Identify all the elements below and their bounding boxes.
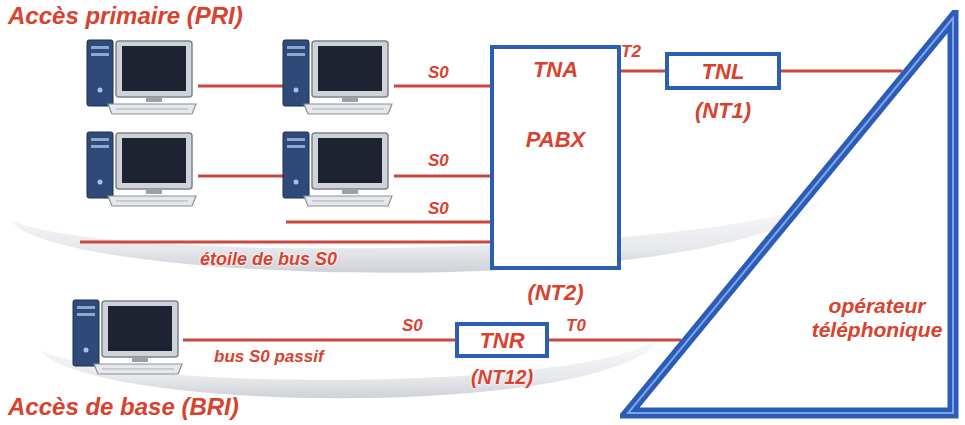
section-label: bus S0 passif bbox=[214, 347, 324, 367]
connector-line bbox=[549, 339, 681, 342]
node-code: (NT12) bbox=[459, 366, 545, 389]
interface-label: S0 bbox=[402, 316, 423, 336]
computer-icon bbox=[283, 40, 392, 114]
box-title: PABX bbox=[494, 127, 617, 152]
triangle-outline bbox=[620, 10, 960, 420]
interface-label: S0 bbox=[428, 63, 449, 83]
computer-icon bbox=[73, 300, 182, 374]
tnr-box: TNR(NT12) bbox=[455, 322, 549, 358]
operator-label: opérateur téléphonique bbox=[796, 294, 958, 342]
box-title: TNL bbox=[669, 59, 777, 84]
connector-line bbox=[621, 70, 665, 73]
section-label: étoile de bus S0 bbox=[200, 249, 337, 270]
pabx-box: TNAPABX(NT2) bbox=[490, 45, 621, 270]
node-code: (NT2) bbox=[494, 280, 617, 305]
section-label: Accès de base (BRI) bbox=[8, 393, 239, 421]
box-title: TNR bbox=[459, 328, 545, 353]
computer-icon bbox=[283, 132, 392, 206]
operator-triangle: opérateur téléphonique bbox=[620, 10, 960, 420]
connector-line bbox=[781, 70, 902, 73]
computer-icon bbox=[87, 40, 196, 114]
node-code: (NT1) bbox=[669, 98, 777, 123]
section-label: Accès primaire (PRI) bbox=[8, 2, 243, 30]
interface-label: S0 bbox=[428, 151, 449, 171]
ntl-box: TNL(NT1) bbox=[665, 52, 781, 90]
interface-label: T2 bbox=[621, 42, 641, 62]
interface-label: T0 bbox=[566, 316, 586, 336]
computer-icon bbox=[87, 132, 196, 206]
interface-label: S0 bbox=[428, 199, 449, 219]
box-title: TNA bbox=[494, 57, 617, 82]
